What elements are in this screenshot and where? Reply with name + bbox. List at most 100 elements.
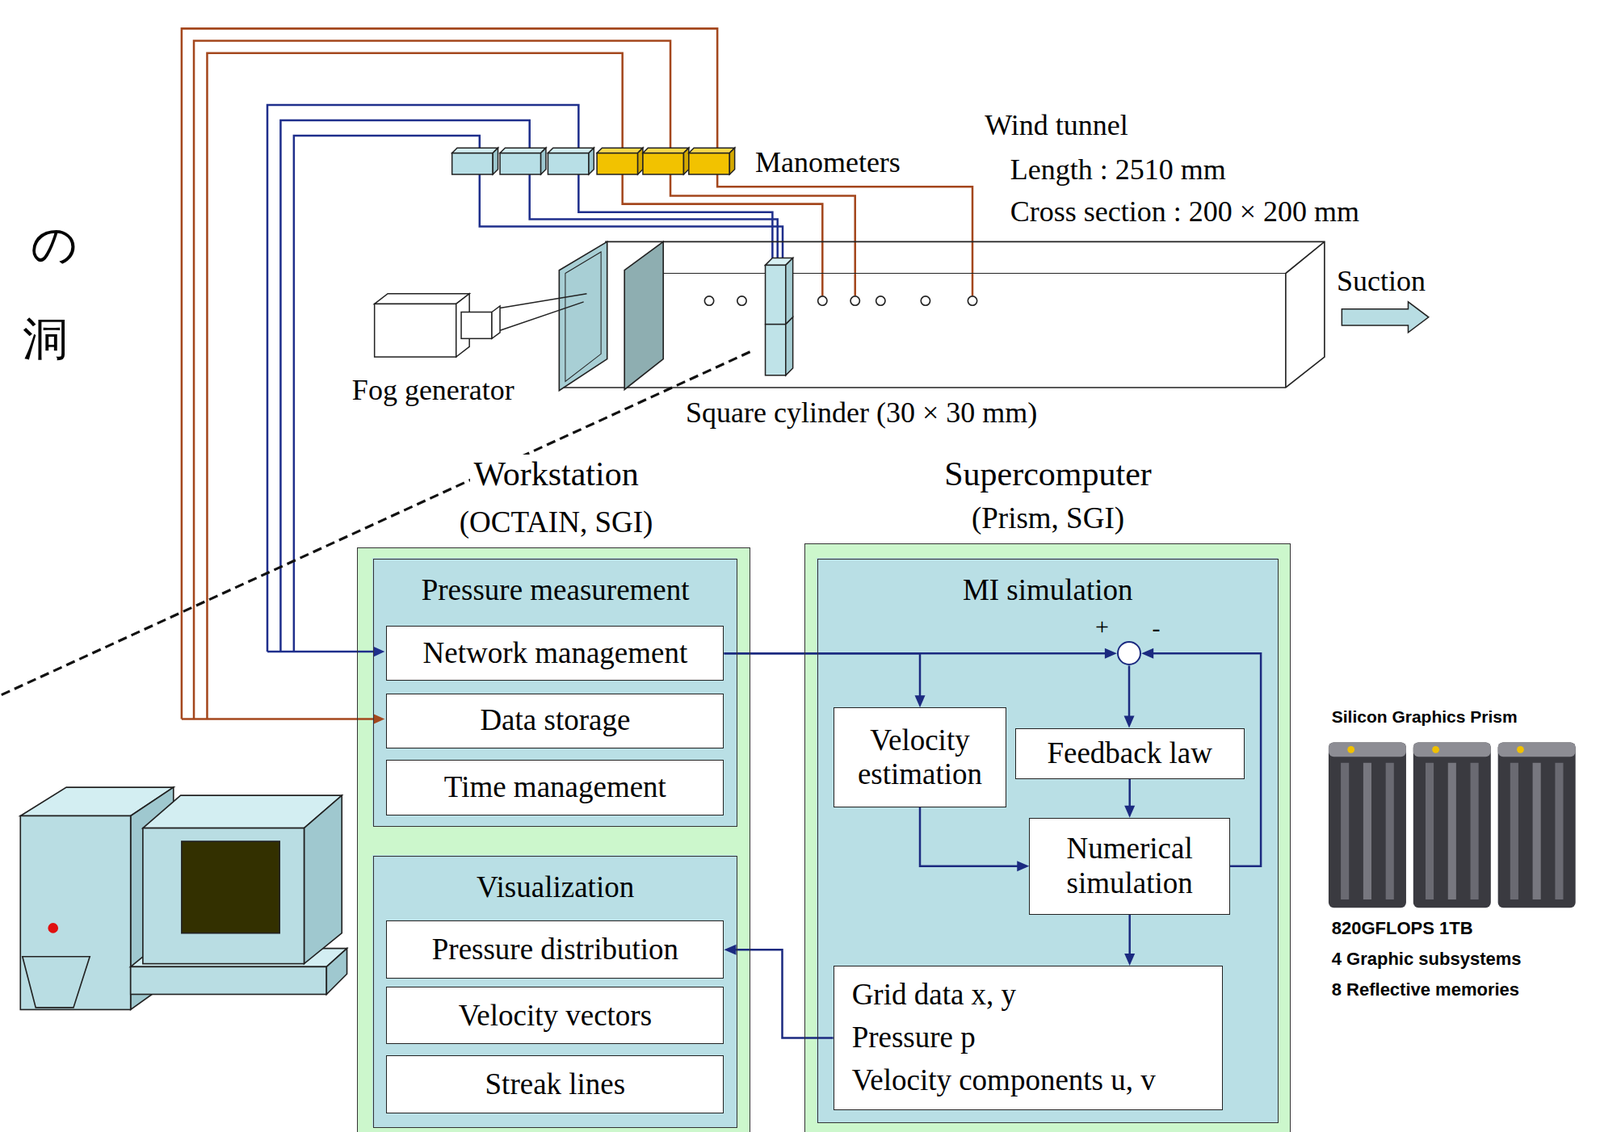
manometers-part	[642, 147, 689, 153]
wind-tunnel-part	[1285, 241, 1325, 388]
label-text: Wind tunnel	[984, 109, 1129, 143]
brown-wires-part	[670, 174, 856, 296]
arrowhead	[1104, 648, 1118, 660]
computer-illustration	[20, 787, 347, 1010]
panel-title: Visualization	[373, 870, 737, 906]
connector-line	[735, 949, 834, 1038]
box-text: Data storage	[479, 703, 630, 739]
label-text: Silicon Graphics Prism	[1331, 707, 1518, 727]
label-text: Manometers	[755, 146, 901, 180]
square-cylinder-part	[765, 324, 786, 376]
connector	[724, 653, 926, 708]
arrowhead	[915, 695, 926, 708]
computer-illustration-part	[47, 923, 59, 934]
blue-wires-part	[479, 174, 783, 260]
wind-tunnel-part	[850, 296, 860, 306]
fog-generator	[374, 293, 588, 357]
zoom-dashed-line	[0, 352, 751, 697]
label-text: Square cylinder (30 × 30 mm)	[685, 396, 1038, 430]
wind-tunnel	[558, 241, 1325, 391]
box-text: Numerical simulation	[1036, 831, 1223, 901]
box-text: Velocity estimation	[840, 723, 1000, 793]
arrowhead	[1124, 806, 1135, 819]
process-box: Network management	[386, 625, 724, 681]
zoom-dashed-line-part	[0, 352, 751, 697]
manometers	[452, 147, 735, 175]
server-picture-part	[1448, 763, 1457, 900]
wind-tunnel-part	[876, 296, 886, 306]
label-text: Cross section : 200 × 200 mm	[1010, 195, 1360, 229]
process-box: Streak lines	[386, 1055, 724, 1114]
panel-title: Pressure measurement	[373, 573, 737, 609]
connector	[919, 807, 1029, 872]
computer-illustration-part	[130, 966, 328, 995]
connector-line	[724, 653, 921, 697]
label-text: 洞	[22, 312, 69, 366]
wind-tunnel-part	[704, 296, 714, 306]
suction-arrow-part	[1341, 302, 1428, 333]
blue-wires-part	[267, 104, 579, 652]
fog-generator-part	[491, 306, 500, 339]
box-text: Streak lines	[485, 1067, 626, 1103]
suction-arrow	[1341, 302, 1428, 333]
data-text: Grid data x, y	[852, 978, 1017, 1013]
process-box: Feedback law	[1015, 728, 1245, 780]
group-heading: (Prism, SGI)	[968, 501, 1128, 537]
computer-illustration-part	[142, 828, 305, 965]
manometers-part	[547, 152, 589, 175]
summing-junction: +-	[1117, 641, 1142, 666]
sign-text: +	[1095, 614, 1109, 639]
server-picture-part	[1363, 763, 1372, 900]
process-box: Numerical simulation	[1028, 818, 1231, 916]
brown-wires-part	[373, 713, 385, 725]
function-panel: MI simulation+-Velocity estimationFeedba…	[817, 558, 1279, 1124]
manometers-part	[638, 147, 643, 175]
arrowhead	[1141, 648, 1154, 660]
manometers-part	[596, 147, 643, 153]
brown-wires-part	[717, 174, 973, 296]
manometers-part	[596, 152, 639, 175]
brown-wires-part	[193, 41, 671, 720]
blue-wires-part	[529, 174, 778, 260]
wind-tunnel-part	[818, 296, 828, 306]
group-heading: (OCTAIN, SGI)	[456, 505, 657, 541]
brown-wires-part	[181, 28, 718, 719]
brown-wires-part	[206, 53, 622, 720]
fog-generator-part	[374, 303, 457, 357]
blue-wires-part	[267, 650, 376, 654]
process-box: Velocity vectors	[386, 986, 724, 1045]
server-picture-part	[1385, 763, 1395, 900]
label-text: の	[30, 218, 78, 272]
manometers-part	[642, 152, 685, 175]
connector-line	[1128, 665, 1131, 717]
label-text: 8 Reflective memories	[1331, 979, 1520, 1000]
sign-text: -	[1151, 616, 1160, 641]
server-picture-part	[1425, 763, 1434, 900]
server-picture-part	[1328, 743, 1407, 909]
output-data-box: Grid data x, yPressure pVelocity compone…	[833, 965, 1224, 1111]
server-picture	[1328, 743, 1576, 909]
label-text: Length : 2510 mm	[1010, 153, 1227, 187]
blue-wires-part	[373, 646, 385, 658]
server-picture-part	[1470, 763, 1479, 900]
server-picture-part	[1413, 743, 1491, 758]
server-picture-part	[1498, 743, 1576, 758]
function-panel: VisualizationPressure distributionVeloci…	[373, 856, 738, 1129]
fog-generator-part	[461, 311, 492, 339]
blue-wires	[267, 104, 783, 657]
arrowhead	[1124, 953, 1135, 966]
brown-wires-part	[181, 718, 376, 721]
server-picture-part	[1516, 746, 1525, 754]
group-heading: Supercomputer	[940, 454, 1155, 494]
label-text: Fog generator	[352, 373, 515, 408]
manometers-part	[452, 147, 499, 153]
connector	[1124, 665, 1135, 728]
brown-wires	[181, 28, 973, 724]
data-text: Pressure p	[852, 1020, 976, 1056]
fog-generator-part	[374, 293, 470, 305]
box-text: Velocity vectors	[458, 999, 652, 1034]
panel-title: MI simulation	[818, 573, 1278, 609]
manometers-part	[499, 152, 542, 175]
computer-illustration-part	[181, 841, 280, 934]
